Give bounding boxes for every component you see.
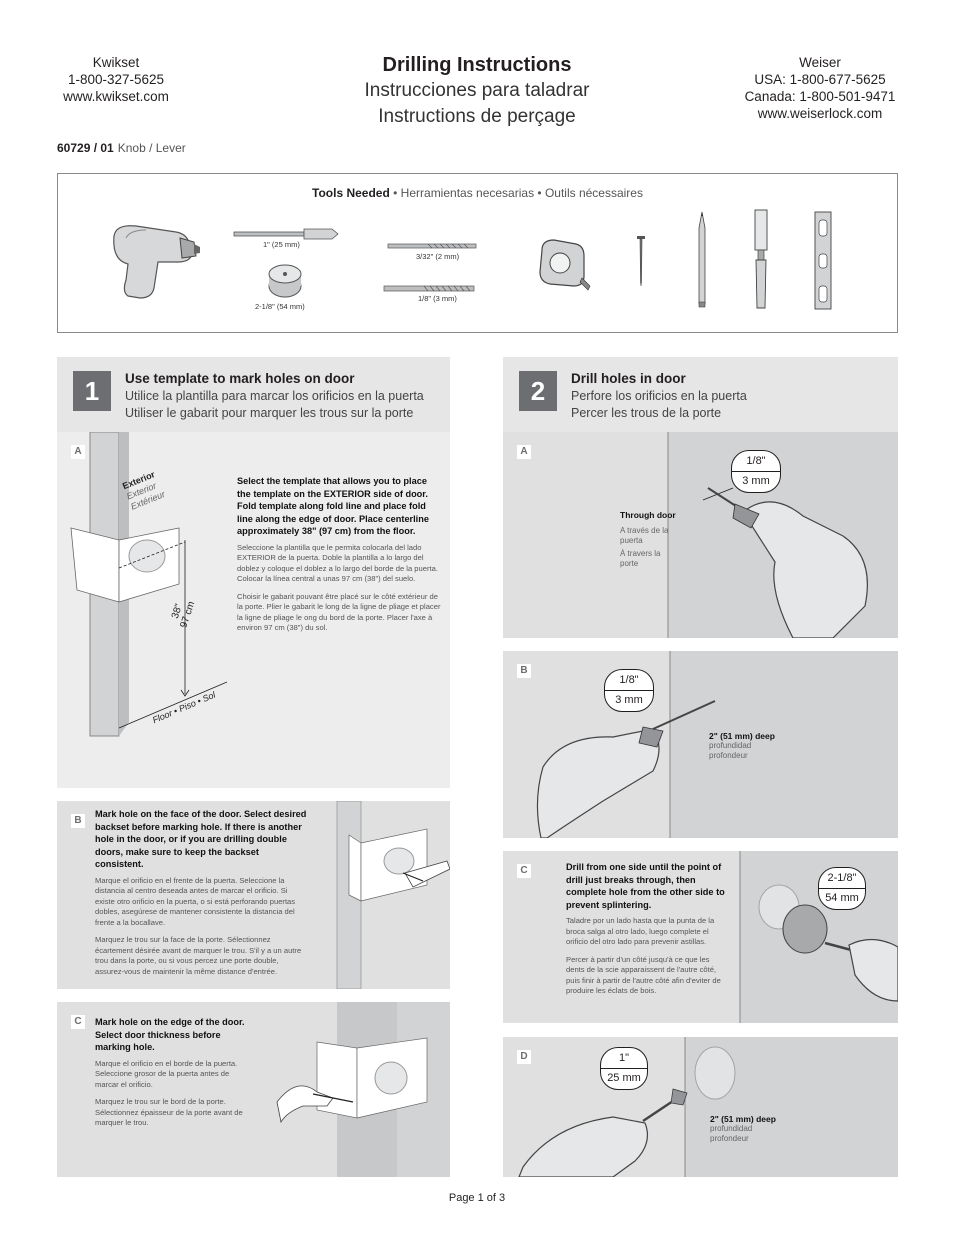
depth-label: 2" (51 mm) deep profundidad profondeur	[709, 731, 779, 761]
badge-mm: 25 mm	[601, 1069, 647, 1086]
phone-usa: USA: 1-800-677-5625	[735, 71, 905, 88]
tools-heading-translations: • Herramientas necesarias • Outils néces…	[390, 186, 643, 200]
badge-mm: 3 mm	[605, 691, 653, 708]
step-1b-text: Mark hole on the face of the door. Selec…	[95, 808, 307, 984]
doc-type: Knob / Lever	[118, 141, 186, 155]
kwikset-contact: Kwikset 1-800-327-5625 www.kwikset.com	[46, 54, 186, 105]
instruction-es: Seleccione la plantilla que le permita c…	[237, 543, 441, 585]
badge-inches: 1"	[601, 1051, 647, 1069]
badge-mm: 3 mm	[732, 472, 780, 489]
depth-en: 2" (51 mm) deep	[710, 1114, 780, 1124]
step-title: Use template to mark holes on door	[125, 371, 355, 386]
panel-label: C	[71, 1015, 85, 1029]
edge-marking-illustration	[257, 1002, 450, 1177]
instruction-fr: Marquez le trou sur la face de la porte.…	[95, 935, 307, 977]
badge-inches: 1/8"	[605, 673, 653, 691]
depth-fr: profondeur	[709, 751, 779, 761]
step-1c-text: Mark hole on the edge of the door. Selec…	[95, 1016, 245, 1136]
step-2-header: 2 Drill holes in door Perfore los orific…	[503, 357, 898, 432]
phone-canada: Canada: 1-800-501-9471	[735, 88, 905, 105]
pencil-icon	[697, 212, 707, 308]
depth-es: profundidad	[709, 741, 779, 751]
step-1a-panel: A Exterior Exterior Extérieur 38" 97 cm …	[57, 432, 450, 788]
step-title-es: Utilice la plantilla para marcar los ori…	[125, 389, 424, 403]
instruction-en: Mark hole on the face of the door. Selec…	[95, 808, 307, 871]
spade-bit-label: 1" (25 mm)	[263, 240, 300, 249]
badge-inches: 2-1/8"	[819, 871, 865, 889]
brand-name: Kwikset	[46, 54, 186, 71]
step-title-fr: Utiliser le gabarit pour marquer les tro…	[125, 406, 413, 420]
hole-saw-label: 2-1/8" (54 mm)	[255, 302, 305, 311]
title-fr: Instructions de perçage	[300, 104, 654, 130]
depth-en: 2" (51 mm) deep	[709, 731, 779, 741]
drill-depth-illustration	[503, 651, 898, 838]
step-1a-text: Select the template that allows you to p…	[237, 475, 441, 641]
weiser-contact: Weiser USA: 1-800-677-5625 Canada: 1-800…	[735, 54, 905, 122]
through-door-label: Through door A través de la puerta À tra…	[620, 510, 680, 569]
brand-name: Weiser	[735, 54, 905, 71]
through-fr: À travers la porte	[620, 549, 680, 569]
drill-bit-icon	[384, 284, 476, 293]
spade-bit-icon	[234, 228, 339, 240]
badge-mm: 54 mm	[819, 889, 865, 906]
title-es: Instrucciones para taladrar	[300, 78, 654, 104]
step-2b-panel: B 1/8" 3 mm 2" (51 mm) deep profundidad …	[503, 651, 898, 838]
bit-large-label: 1/8" (3 mm)	[418, 294, 457, 303]
instruction-fr: Choisir le gabarit pouvant être placé su…	[237, 592, 441, 634]
bit-size-badge: 1" 25 mm	[600, 1047, 648, 1090]
saw-size-badge: 2-1/8" 54 mm	[818, 867, 866, 910]
phone-number: 1-800-327-5625	[46, 71, 186, 88]
step-number: 1	[73, 371, 111, 411]
drill-bit-icon	[388, 242, 478, 250]
drill-through-door-illustration	[503, 432, 898, 638]
step-title-fr: Percer les trous de la porte	[571, 406, 721, 420]
step-1c-panel: C Mark hole on the edge of the door. Sel…	[57, 1002, 450, 1177]
bit-size-badge: 1/8" 3 mm	[604, 669, 654, 712]
title-en: Drilling Instructions	[300, 52, 654, 78]
through-es: A través de la puerta	[620, 526, 680, 546]
depth-fr: profondeur	[710, 1134, 780, 1144]
tools-heading: Tools Needed • Herramientas necesarias •…	[58, 186, 897, 200]
depth-es: profundidad	[710, 1124, 780, 1134]
doc-number-line: 60729 / 01 Knob / Lever	[57, 141, 186, 155]
tape-measure-icon	[536, 236, 592, 292]
website: www.weiserlock.com	[735, 105, 905, 122]
through-en: Through door	[620, 510, 680, 520]
instruction-fr: Percer à partir d'un côté jusqu'à ce que…	[566, 955, 726, 997]
step-number: 2	[519, 371, 557, 411]
spade-bit-drilling-illustration	[503, 1037, 898, 1177]
step-2d-panel: D 1" 25 mm 2" (51 mm) deep profundidad p…	[503, 1037, 898, 1177]
template-marking-illustration	[327, 801, 450, 989]
badge-inches: 1/8"	[732, 454, 780, 472]
bit-size-badge: 1/8" 3 mm	[731, 450, 781, 493]
instruction-fr: Marquez le trou sur le bord de la porte.…	[95, 1097, 245, 1129]
website: www.kwikset.com	[46, 88, 186, 105]
instruction-es: Marque el orificio en el frente de la pu…	[95, 876, 307, 929]
step-title: Drill holes in door	[571, 371, 686, 386]
instruction-en: Mark hole on the edge of the door. Selec…	[95, 1016, 245, 1054]
depth-label: 2" (51 mm) deep profundidad profondeur	[710, 1114, 780, 1144]
instruction-en: Drill from one side until the point of d…	[566, 861, 726, 911]
instruction-en: Select the template that allows you to p…	[237, 475, 441, 538]
page-title: Drilling Instructions Instrucciones para…	[300, 52, 654, 130]
doc-number: 60729 / 01	[57, 141, 114, 155]
instruction-es: Marque el orificio en el borde de la pue…	[95, 1059, 245, 1091]
instruction-es: Taladre por un lado hasta que la punta d…	[566, 916, 726, 948]
chisel-icon	[752, 210, 770, 310]
step-1b-panel: B Mark hole on the face of the door. Sel…	[57, 801, 450, 989]
step-2c-text: Drill from one side until the point of d…	[566, 861, 726, 1004]
step-2c-panel: C Drill from one side until the point of…	[503, 851, 898, 1023]
level-icon	[814, 212, 832, 310]
tools-heading-bold: Tools Needed	[312, 186, 390, 200]
tools-needed-box: Tools Needed • Herramientas necesarias •…	[57, 173, 898, 333]
step-title-es: Perfore los orificios en la puerta	[571, 389, 747, 403]
hole-saw-icon	[265, 264, 305, 298]
step-1-header: 1 Use template to mark holes on door Uti…	[57, 357, 450, 432]
nail-icon	[636, 236, 646, 286]
step-2a-panel: A 1/8" 3 mm Through door A través de la …	[503, 432, 898, 638]
drill-icon	[106, 218, 201, 300]
page-number: Page 1 of 3	[0, 1192, 954, 1204]
panel-label: B	[71, 814, 85, 828]
bit-small-label: 3/32" (2 mm)	[416, 252, 459, 261]
